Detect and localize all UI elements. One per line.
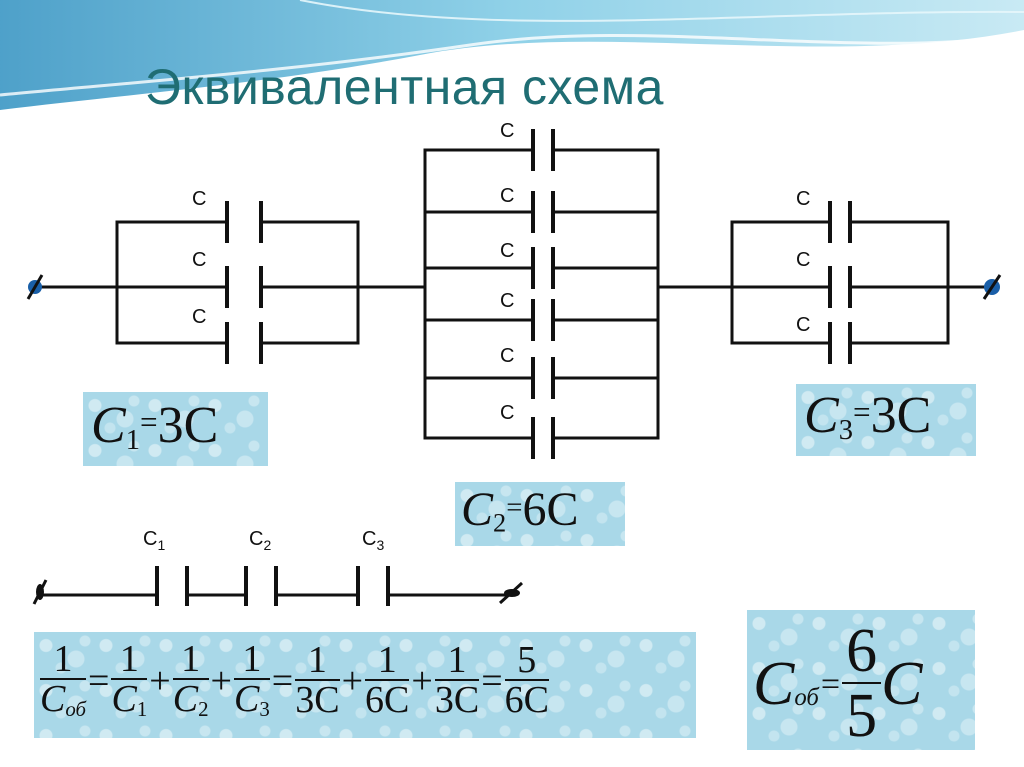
series-label-c3: C3 xyxy=(362,528,385,553)
terminal-left xyxy=(26,274,44,300)
page-title: Эквивалентная схема xyxy=(145,59,664,115)
cap-label: C xyxy=(500,120,515,142)
cap-label: C xyxy=(192,188,207,210)
cap-label: C xyxy=(500,240,515,262)
result-c1-box: C1=3C xyxy=(83,392,268,466)
cap-label: C xyxy=(500,345,515,367)
cap-label: C xyxy=(192,306,207,328)
series-label-c1: C1 xyxy=(143,528,166,553)
cap-label: C xyxy=(192,249,207,271)
header-wave xyxy=(0,0,1024,110)
cap-label: C xyxy=(796,314,811,336)
cap-label: C xyxy=(500,185,515,207)
series-terminal-right xyxy=(498,581,524,605)
series-terminal-left xyxy=(32,579,48,605)
cap-label: C xyxy=(796,188,811,210)
series-label-c2: C2 xyxy=(249,528,272,553)
cap-label: C xyxy=(500,290,515,312)
cap-label: C xyxy=(796,249,811,271)
cap-label: C xyxy=(500,402,515,424)
result-c3-box: C3=3C xyxy=(796,384,976,456)
terminal-right xyxy=(982,274,1002,300)
result-c2-box: C2=6C xyxy=(455,482,625,546)
